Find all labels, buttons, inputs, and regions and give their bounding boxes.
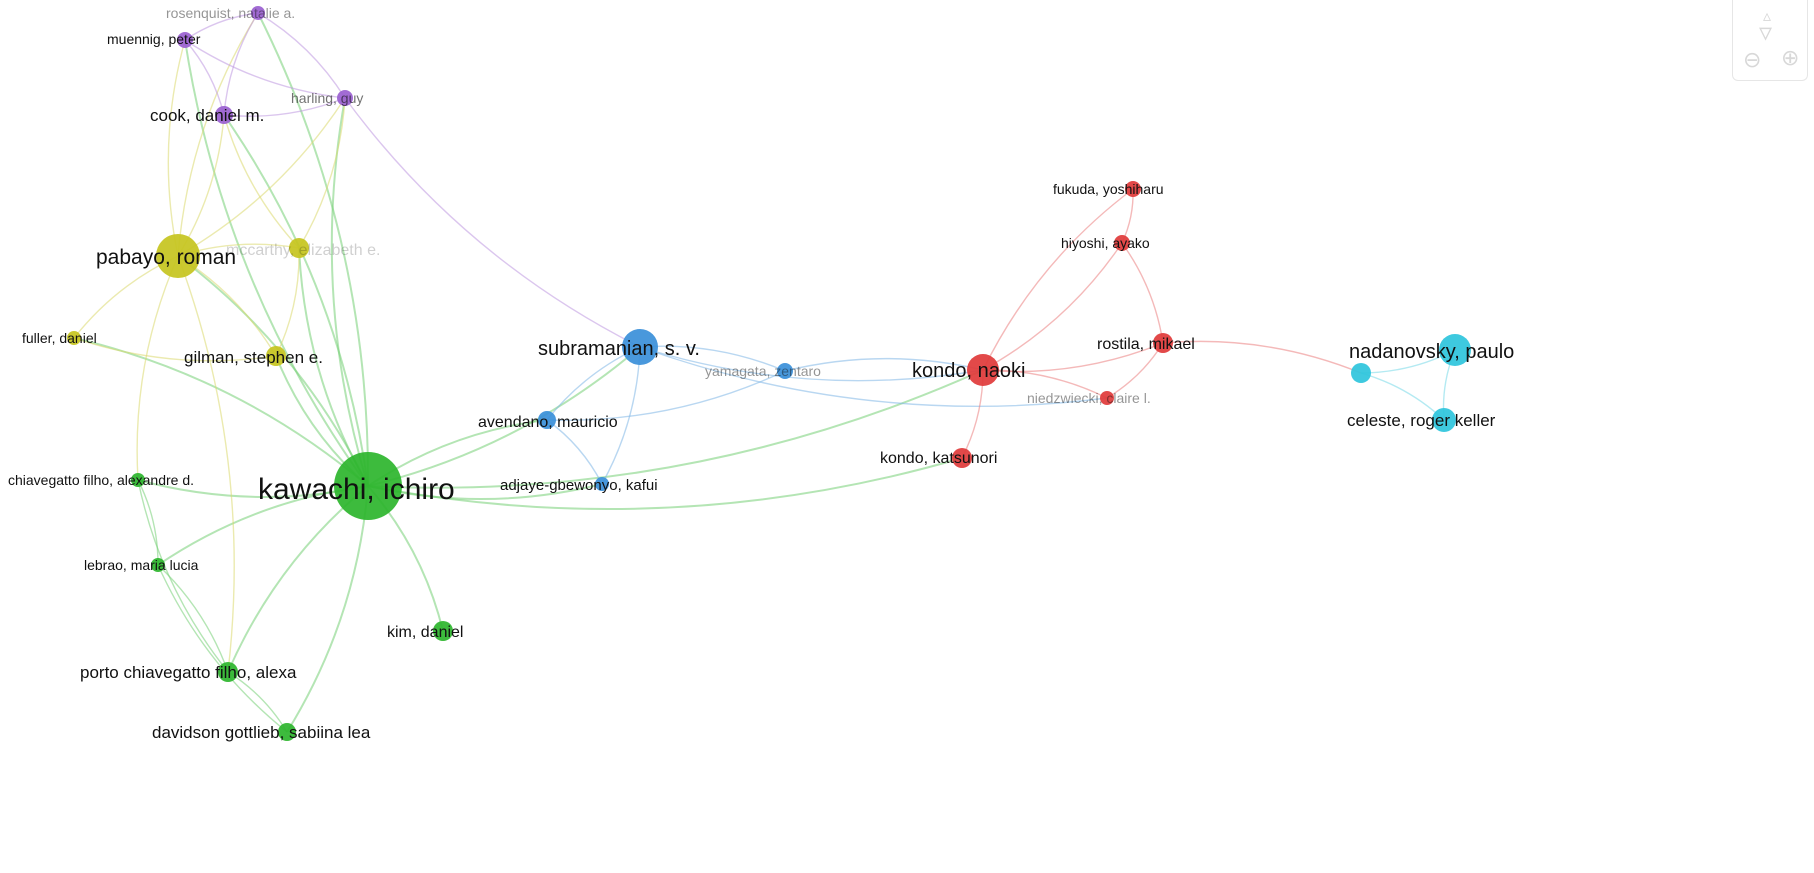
node-label-davidson: davidson gottlieb, sabiina lea [152,723,371,742]
node-label-muennig: muennig, peter [107,31,201,47]
node-label-rostila: rostila, mikael [1097,336,1195,353]
node-label-avendano: avendano, mauricio [478,414,618,431]
link-gilman-fuller [73,337,277,362]
link-yamagata-kondo_n [784,357,984,372]
node-nadanovsky[interactable] [1439,334,1471,366]
node-label-rosenquist: rosenquist, natalie a. [166,5,295,21]
node-label-harling: harling, guy [291,90,363,106]
node-gilman[interactable] [266,346,286,366]
node-label-gilman: gilman, stephen e. [184,348,323,367]
node-muennig[interactable] [177,32,193,48]
node-pabayo[interactable] [156,234,200,278]
link-kawachi-kondo_n [367,369,984,489]
link-subramanian-niedzwiecki [639,346,1108,408]
node-hiyoshi[interactable] [1114,235,1130,251]
link-subramanian-kondo_n [639,346,984,382]
link-kawachi-rosenquist [257,12,370,487]
node-label-hiyoshi: hiyoshi, ayako [1061,235,1150,251]
node-subramanian[interactable] [622,329,658,365]
link-kondo_n-rostila [982,342,1164,373]
node-rostila[interactable] [1153,333,1173,353]
node-label-fuller: fuller, daniel [22,330,97,346]
link-kawachi-porto [227,485,369,673]
node-label-chiavegatto_a: chiavegatto filho, alexandre d. [8,472,194,488]
link-mccarthy-cook [223,114,300,249]
node-label-adjaye: adjaye-gbewonyo, kafui [500,477,658,494]
link-avendano-yamagata [546,370,786,421]
node-mccarthy[interactable] [289,238,309,258]
node-rosenquist[interactable] [251,6,265,20]
node-label-mccarthy: mccarthy, elizabeth e. [226,242,380,259]
link-pabayo-porto [177,255,235,673]
node-label-fukuda: fukuda, yoshiharu [1053,181,1164,197]
link-pabayo-muennig [167,39,186,257]
node-label-kondo_n: kondo, naoki [912,360,1025,382]
network-nodes [67,6,1471,741]
node-davidson[interactable] [278,723,296,741]
node-label-nadanovsky: nadanovsky, paulo [1349,341,1514,363]
node-cyan2[interactable] [1351,363,1371,383]
node-lebrao[interactable] [151,558,165,572]
zoom-out-icon[interactable]: ⊖ [1743,48,1762,73]
node-label-porto: porto chiavegatto filho, alexa [80,663,297,682]
link-rostila-hiyoshi [1121,242,1164,344]
link-mccarthy-harling [298,97,346,249]
node-label-yamagata: yamagata, zentaro [705,363,821,379]
link-kawachi-harling [330,97,369,487]
link-chiavegatto_a-lebrao [137,479,159,566]
node-label-subramanian: subramanian, s. v. [538,338,700,360]
link-pabayo-rosenquist [177,12,259,257]
node-kondo_k[interactable] [952,448,972,468]
node-label-kim: kim, daniel [387,624,463,641]
node-kim[interactable] [433,621,453,641]
link-muennig-harling [184,39,346,99]
node-avendano[interactable] [538,411,556,429]
link-kondo_n-hiyoshi [982,242,1123,371]
link-harling-subramanian [344,97,641,348]
node-niedzwiecki[interactable] [1100,391,1114,405]
node-label-kawachi: kawachi, ichiro [258,473,455,506]
link-pabayo-chiavegatto_a [136,255,179,481]
node-label-niedzwiecki: niedzwiecki, claire l. [1027,390,1151,406]
link-rostila-cyan2 [1162,340,1362,374]
link-gilman-mccarthy [275,247,300,357]
link-kawachi-kondo_k [367,457,963,511]
zoom-in-icon[interactable]: ⊕ [1781,46,1800,71]
link-kawachi-subramanian [367,346,641,487]
node-label-kondo_k: kondo, katsunori [880,450,997,467]
link-kawachi-cook [223,114,369,487]
link-pabayo-harling [177,97,346,257]
node-kawachi[interactable] [334,452,402,520]
link-chiavegatto_a-porto [137,479,229,673]
node-yamagata[interactable] [777,363,793,379]
node-label-celeste: celeste, roger keller [1347,411,1496,430]
network-labels: kawachi, ichiro pabayo, roman subramanian,… [8,5,1514,742]
node-adjaye[interactable] [595,477,609,491]
link-cook-harling [223,97,346,117]
triangle-down-icon[interactable]: ▿ [1759,18,1773,48]
link-cook-rosenquist [223,12,259,116]
node-label-pabayo: pabayo, roman [96,246,236,269]
node-celeste[interactable] [1432,408,1456,432]
node-fukuda[interactable] [1125,181,1141,197]
link-kawachi-muennig [184,39,369,487]
node-kondo_n[interactable] [967,354,999,386]
node-fuller[interactable] [67,331,81,345]
node-chiavegatto_a[interactable] [131,473,145,487]
node-label-cook: cook, daniel m. [150,106,264,125]
link-rosenquist-harling [257,12,346,99]
link-lebrao-porto [157,564,229,673]
link-lebrao-davidson [157,564,288,733]
node-harling[interactable] [337,90,353,106]
link-kawachi-pabayo [177,255,369,487]
node-cook[interactable] [215,106,233,124]
link-fukuda-kondo_n [982,188,1134,371]
zoom-control[interactable]: ▵ ▿ ⊖ ⊕ [1732,0,1808,81]
node-porto[interactable] [218,662,238,682]
triangle-up-icon[interactable]: ▵ [1763,6,1772,25]
node-label-lebrao: lebrao, maria lucia [84,557,199,573]
